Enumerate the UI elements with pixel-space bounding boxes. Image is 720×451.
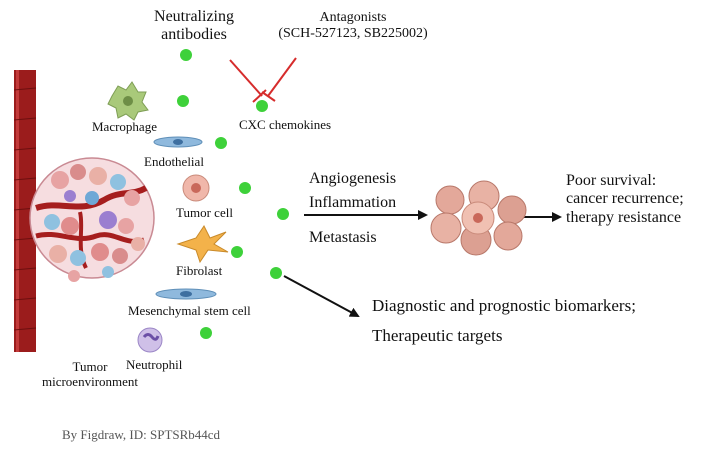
tumor-microenvironment-label: Tumor microenvironment: [26, 359, 154, 390]
tumor-cell-icon: [182, 174, 210, 202]
outcome-line-2: cancer recurrence;: [566, 190, 684, 208]
metastasis-label: Metastasis: [309, 229, 377, 246]
fibroblast-icon: [176, 225, 229, 264]
tumor-cluster-icon: [29, 157, 155, 282]
macrophage-label: Macrophage: [92, 119, 157, 134]
outcome-line-3: therapy resistance: [566, 208, 682, 226]
msc-label: Mesenchymal stem cell: [128, 303, 251, 318]
neutralizing-line-1: Neutralizing: [154, 8, 234, 25]
fibroblast-label: Fibrolast: [176, 263, 223, 278]
angiogenesis-label: Angiogenesis: [309, 170, 397, 187]
outcome-label: Poor survival: cancer recurrence; therap…: [566, 172, 684, 227]
therapeutic-targets-label: Therapeutic targets: [372, 326, 503, 345]
cxc-chemokines-label: CXC chemokines: [239, 117, 332, 132]
outcome-line-1: Poor survival:: [566, 172, 657, 189]
chemokine-dots: [177, 49, 289, 339]
msc-icon: [155, 288, 217, 300]
antagonists-line-1: Antagonists: [319, 10, 387, 25]
inhibition-lines: [229, 57, 297, 103]
neutralizing-line-2: antibodies: [161, 26, 227, 44]
tumor-cell-label: Tumor cell: [176, 205, 233, 220]
credit-label: By Figdraw, ID: SPTSRb44cd: [62, 427, 221, 442]
antagonists-label: Antagonists (SCH-527123, SB225002): [266, 10, 440, 42]
endothelial-label: Endothelial: [144, 154, 204, 169]
neutrophil-label: Neutrophil: [126, 357, 183, 372]
endothelial-icon: [153, 136, 203, 148]
neutralizing-label: Neutralizing antibodies: [146, 8, 242, 45]
macrophage-icon: [107, 81, 149, 121]
tumor-spheroid-icon: [430, 180, 527, 256]
blood-vessel: [13, 70, 37, 352]
arrows: [283, 210, 562, 317]
neutrophil-icon: [137, 327, 163, 353]
tme-line-1: Tumor: [72, 359, 108, 374]
antagonists-line-2: (SCH-527123, SB225002): [278, 26, 428, 42]
biomarkers-label: Diagnostic and prognostic biomarkers;: [372, 296, 636, 315]
tme-line-2: microenvironment: [41, 373, 139, 389]
inflammation-label: Inflammation: [309, 194, 397, 211]
